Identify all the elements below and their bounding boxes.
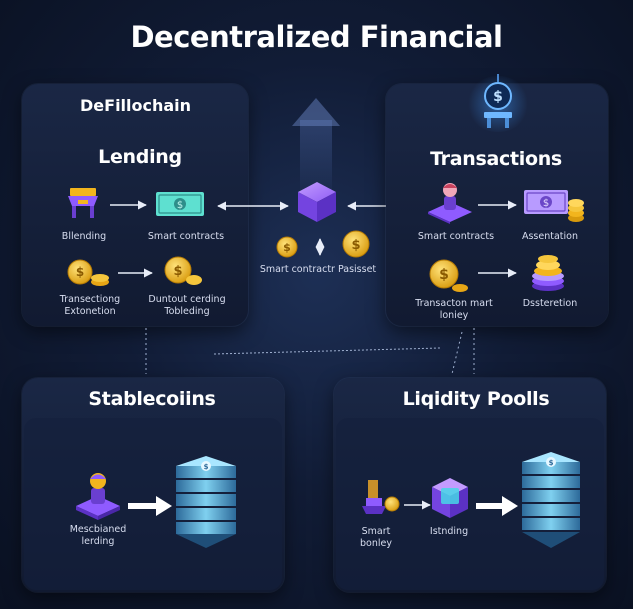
svg-text:$: $ bbox=[76, 265, 84, 279]
stand-icon bbox=[362, 480, 400, 514]
svg-text:$: $ bbox=[439, 267, 449, 283]
label-line: bonley bbox=[360, 538, 392, 549]
center-beam bbox=[300, 120, 332, 190]
svg-text:$: $ bbox=[351, 238, 360, 253]
arrow-right-bold bbox=[128, 496, 172, 516]
label-line: Transectiong bbox=[59, 294, 121, 305]
label-line: Duntout cerding bbox=[148, 294, 226, 305]
arrow-right bbox=[404, 500, 431, 510]
dollar-coin-icon: $ bbox=[67, 259, 109, 286]
label-bllending: Bllending bbox=[61, 231, 107, 242]
lending-desk-icon bbox=[68, 188, 98, 218]
server-stack-icon: $ bbox=[522, 452, 580, 548]
up-arrow-icon bbox=[292, 98, 340, 126]
label-line: Transacton mart bbox=[415, 298, 493, 309]
label-line: Mescbianed bbox=[69, 524, 127, 535]
dollar-coin-icon: $ bbox=[164, 256, 202, 285]
svg-text:$: $ bbox=[204, 463, 209, 471]
dotted-connector bbox=[145, 328, 475, 375]
heading-liqidity-poolls: Liqidity Poolls bbox=[402, 388, 550, 410]
dollar-coin-icon: $ bbox=[342, 230, 370, 258]
label-smart-contracts-left: Smart contracts bbox=[147, 231, 225, 242]
banknote-icon: $ bbox=[524, 190, 584, 222]
label-line: Tobleding bbox=[164, 306, 210, 317]
label-duntout-cerding: Duntout cerding Tobleding bbox=[132, 294, 242, 318]
heading-stablecoiins: Stablecoiins bbox=[88, 388, 216, 410]
label-smart-contractr-pasisset: Smart contractr Pasisset bbox=[259, 264, 377, 275]
label-smart-bonley: Smart bonley bbox=[346, 526, 406, 550]
arrow-right bbox=[478, 268, 517, 278]
arrow-right-bold bbox=[476, 496, 518, 516]
user-on-platform-icon bbox=[76, 473, 120, 520]
label-smart-contracts-right: Smart contracts bbox=[417, 231, 495, 242]
page-title: Decentralized Financial bbox=[130, 20, 503, 54]
dollar-emblem-icon: $ bbox=[484, 74, 512, 128]
svg-text:$: $ bbox=[283, 241, 291, 254]
svg-text:$: $ bbox=[173, 264, 182, 279]
arrow-right bbox=[110, 200, 147, 210]
arrow-right bbox=[118, 268, 153, 278]
panel-label-defillochain: DeFillochain bbox=[80, 96, 192, 115]
heading-lending: Lending bbox=[98, 146, 182, 168]
label-line: lerding bbox=[81, 536, 115, 547]
label-line: Extonetion bbox=[64, 306, 116, 317]
svg-text:$: $ bbox=[549, 459, 554, 467]
cube-icon bbox=[298, 182, 336, 222]
label-istnding: Istnding bbox=[429, 526, 469, 537]
label-transacton-mart: Transacton mart loniey bbox=[404, 298, 504, 322]
label-mescbianed: Mescbianed lerding bbox=[58, 524, 138, 548]
label-line: Smart bbox=[361, 526, 391, 537]
coin-stack-icon bbox=[532, 255, 564, 291]
svg-text:$: $ bbox=[493, 89, 503, 105]
label-transectiong: Transectiong Extonetion bbox=[40, 294, 140, 318]
cube-icon bbox=[432, 478, 468, 518]
server-stack-icon: $ bbox=[176, 456, 236, 548]
arrow-bidirectional-left bbox=[217, 201, 289, 211]
label-line: loniey bbox=[439, 310, 469, 321]
heading-transactions: Transactions bbox=[430, 148, 562, 170]
dollar-coin-icon: $ bbox=[276, 236, 298, 258]
dollar-coin-icon: $ bbox=[429, 259, 468, 292]
updown-arrow-icon bbox=[315, 238, 325, 256]
svg-text:$: $ bbox=[543, 198, 549, 209]
arrow-right bbox=[478, 200, 517, 210]
svg-text:$: $ bbox=[177, 200, 183, 211]
label-assentation: Assentation bbox=[521, 231, 578, 242]
user-on-platform-icon bbox=[428, 183, 472, 224]
banknote-icon: $ bbox=[156, 192, 204, 216]
label-dssteretion: Dssteretion bbox=[522, 298, 578, 309]
